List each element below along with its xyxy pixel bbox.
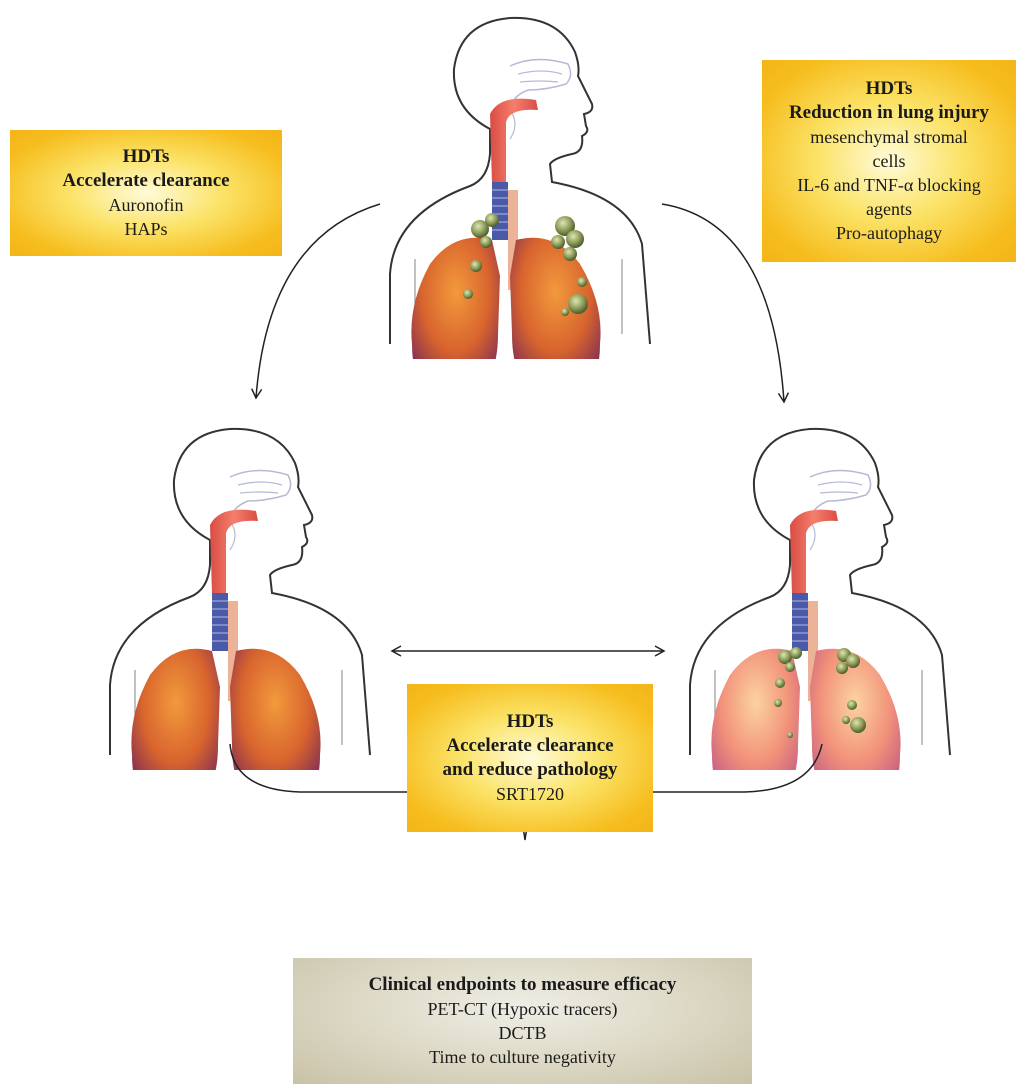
box-subtitle: and reduce pathology bbox=[443, 758, 618, 782]
box-clearance-and-pathology: HDTs Accelerate clearance and reduce pat… bbox=[407, 684, 653, 832]
box-accelerate-clearance: HDTs Accelerate clearance Auronofin HAPs bbox=[10, 130, 282, 256]
box-title: HDTs bbox=[866, 77, 913, 101]
box-subtitle: Accelerate clearance bbox=[62, 169, 229, 193]
box-line: agents bbox=[866, 197, 912, 221]
box-line: cells bbox=[873, 149, 906, 173]
box-line: Pro-autophagy bbox=[836, 221, 942, 245]
box-line: SRT1720 bbox=[496, 782, 564, 806]
box-title: HDTs bbox=[123, 145, 170, 169]
box-title: HDTs bbox=[507, 710, 554, 734]
box-reduction-lung-injury: HDTs Reduction in lung injury mesenchyma… bbox=[762, 60, 1016, 262]
box-line: DCTB bbox=[498, 1021, 546, 1045]
box-line: IL-6 and TNF-α blocking bbox=[797, 173, 981, 197]
box-line: mesenchymal stromal bbox=[810, 125, 967, 149]
box-line: Time to culture negativity bbox=[429, 1045, 616, 1069]
box-line: HAPs bbox=[124, 217, 167, 241]
box-subtitle: Accelerate clearance bbox=[446, 734, 613, 758]
box-clinical-endpoints: Clinical endpoints to measure efficacy P… bbox=[293, 958, 752, 1084]
box-title: Clinical endpoints to measure efficacy bbox=[369, 973, 677, 997]
box-line: Auronofin bbox=[109, 193, 184, 217]
box-line: PET-CT (Hypoxic tracers) bbox=[428, 997, 618, 1021]
box-subtitle: Reduction in lung injury bbox=[789, 101, 989, 125]
